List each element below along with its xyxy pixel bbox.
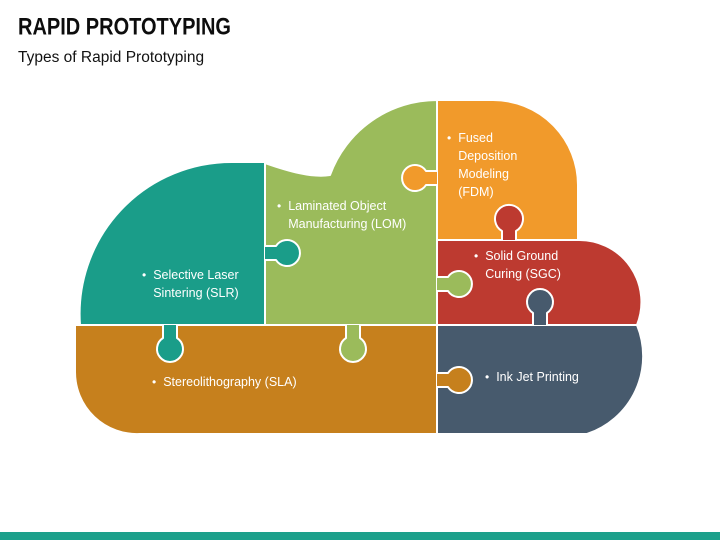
label-sgc-text: Solid Ground Curing (SGC): [485, 249, 561, 281]
knob-sgc-into-fdm: [494, 203, 524, 240]
label-sgc: • Solid Ground Curing (SGC): [474, 247, 604, 283]
knob-lom-into-sla: [339, 325, 367, 363]
bullet-icon: •: [152, 375, 157, 389]
label-ink-text: Ink Jet Printing: [496, 370, 579, 384]
label-sla-text: Stereolithography (SLA): [163, 375, 297, 389]
bullet-icon: •: [142, 268, 147, 282]
label-slr-text: Selective Laser Sintering (SLR): [153, 268, 239, 300]
knob-slr-into-sla: [156, 325, 184, 363]
bullet-icon: •: [485, 370, 490, 384]
piece-ink-shape: [436, 324, 645, 435]
piece-fdm-shape: [436, 99, 579, 241]
label-sla: • Stereolithography (SLA): [152, 373, 392, 391]
footer-accent-bar: [0, 532, 720, 540]
label-slr: • Selective Laser Sintering (SLR): [142, 266, 272, 302]
label-fdm-text: Fused Deposition Modeling (FDM): [458, 131, 518, 199]
label-fdm: • Fused Deposition Modeling (FDM): [447, 129, 557, 201]
piece-sgc-shape: [436, 238, 643, 326]
label-lom: • Laminated Object Manufacturing (LOM): [277, 197, 447, 233]
knob-slr-into-lom: [265, 239, 301, 267]
knob-lom-into-sgc: [437, 270, 473, 298]
slide-title: RAPID PROTOTYPING: [18, 14, 231, 41]
bullet-icon: •: [277, 199, 282, 213]
label-lom-text: Laminated Object Manufacturing (LOM): [288, 199, 407, 231]
piece-slr-shape: [78, 160, 266, 326]
knob-ink-into-sgc: [526, 288, 554, 325]
knob-fdm-into-lom: [401, 164, 437, 192]
bullet-icon: •: [447, 131, 452, 145]
label-ink: • Ink Jet Printing: [485, 368, 635, 386]
slide-subtitle: Types of Rapid Prototyping: [18, 49, 205, 66]
piece-lom-shape: [264, 99, 438, 326]
bullet-icon: •: [474, 249, 479, 263]
knob-sla-into-ink: [437, 366, 473, 394]
